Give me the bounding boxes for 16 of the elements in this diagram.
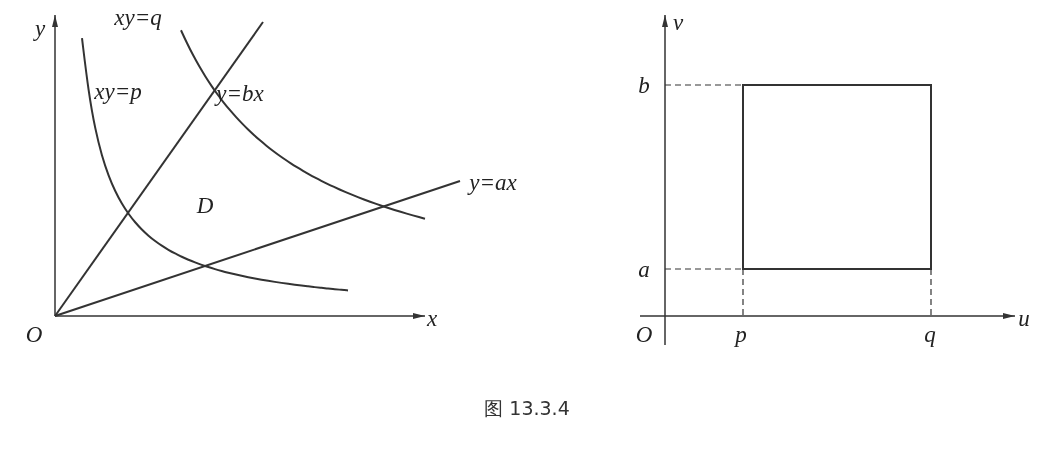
axis-label: u [1018, 306, 1030, 330]
curve-label: y=ax [469, 170, 517, 194]
tick-label: q [924, 322, 936, 346]
region-label: D [196, 193, 214, 217]
axis-label: O [25, 322, 43, 346]
axis-label: O [635, 322, 653, 346]
curve-label: xy=p [94, 79, 142, 103]
axis-label: v [672, 10, 684, 34]
curve-label: xy=q [114, 5, 162, 29]
tick-label: p [735, 322, 747, 346]
figure-caption: 图 13.3.4 [484, 396, 570, 421]
tick-label: b [638, 73, 650, 97]
tick-label: a [638, 257, 650, 281]
axis-label: x [426, 306, 438, 330]
axis-label: y [34, 16, 46, 40]
curve-label: y=bx [216, 81, 264, 105]
